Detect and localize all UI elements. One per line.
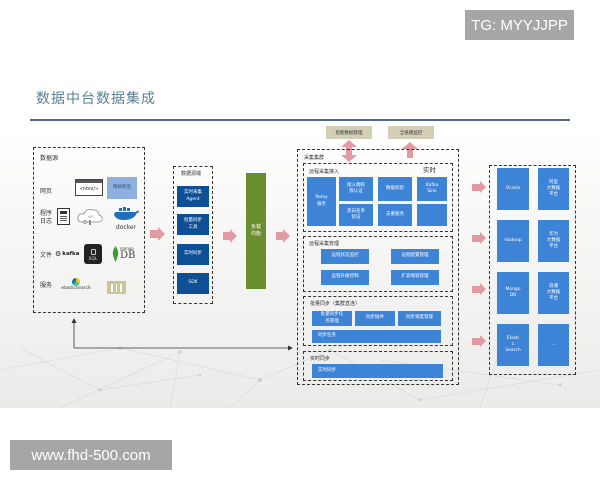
source-row-web-label: 网页 — [40, 188, 53, 195]
collector-realtime-sync: 实时同步 — [177, 244, 209, 265]
target-more: ... — [538, 324, 569, 366]
collector-sdk: SDK — [177, 273, 209, 294]
docker-icon: docker — [112, 205, 140, 231]
target-mongodb: Mongo DB — [497, 272, 529, 314]
log-file-icon — [57, 208, 70, 225]
collector-realtime-agent: 实时采集 Agent — [177, 186, 209, 207]
cluster-label: 采集集群 — [304, 155, 325, 161]
server-rack-icon — [107, 281, 126, 294]
elasticsearch-icon: elasticsearch — [58, 278, 94, 291]
empty-box — [417, 204, 447, 226]
feedback-arrow — [71, 318, 293, 351]
remote-manage-label: 远程采集管理 — [309, 241, 340, 247]
network-background — [0, 346, 600, 408]
relay-service-box: Relay 服务 — [307, 177, 336, 226]
collector-label: 数据源端 — [181, 171, 202, 177]
load-balancer-bar: 负载 均衡 — [246, 173, 266, 289]
tag-smart-data-management: 智能数据管理 — [326, 126, 372, 139]
batch-task-manage-box: 批量同步任 务管理 — [312, 311, 352, 326]
remote-access-panel — [303, 163, 453, 232]
remote-status-monitor-box: 远程状态监控 — [321, 249, 369, 264]
title-divider — [30, 119, 570, 121]
remote-config-manage-box: 远程配置管理 — [391, 249, 439, 264]
target-elasticsearch: Elasti c Search — [497, 324, 529, 366]
scale-manage-box: 扩容缩容管理 — [391, 270, 439, 285]
data-sources-label: 数据源 — [40, 155, 59, 162]
remote-access-label: 远程采集接入 — [309, 169, 340, 175]
target-oracle: Oracle — [497, 168, 529, 210]
data-sources-panel — [33, 147, 145, 313]
realtime-sync-panel — [303, 351, 453, 381]
mongodb-icon: mongo DB — [112, 246, 135, 262]
remote-upgrade-control-box: 远程升级控制 — [321, 270, 369, 285]
api-cloud-icon: API — [77, 209, 103, 225]
tag-full-link-monitoring: 全链路监控 — [388, 126, 434, 139]
sql-icon: SQL — [84, 244, 102, 264]
kafka-sink-box: Kafka Sink — [417, 177, 447, 201]
whitelist-validation-box: 黑白名单 验证 — [339, 204, 373, 226]
realtime-tag: 实时 — [423, 166, 436, 174]
source-row-service-label: 服务 — [40, 282, 53, 289]
batch-sync-label: 批量同步（集群直连） — [310, 301, 361, 307]
collector-batch-tool: 批量同步 工具 — [177, 214, 209, 235]
collection-cluster-panel — [297, 149, 459, 385]
source-row-log-label: 程序 日志 — [40, 210, 53, 226]
targets-panel — [489, 165, 576, 375]
collector-panel — [173, 166, 213, 304]
web-crawler-box: 网络爬虫 — [107, 177, 137, 199]
dedup-service-box: 去重服务 — [378, 204, 412, 226]
page-title: 数据中台数据集成 — [36, 91, 156, 107]
svg-text:API: API — [88, 215, 94, 219]
target-inspur-bigdata: 浪潮 大数据 平台 — [538, 272, 569, 314]
target-huawei-bigdata: 华为 大数据 平台 — [538, 220, 569, 262]
realtime-sync-box: 实时同步 — [312, 364, 443, 378]
realtime-sync-label: 实时同步 — [310, 356, 331, 362]
target-hadoop: Hadoop — [497, 220, 529, 262]
target-aliyun-bigdata: 阿里 大数据 平台 — [538, 168, 569, 210]
source-row-file-label: 文件 — [40, 252, 53, 259]
watermark-top: TG: MYYJJPP — [465, 10, 574, 40]
data-validation-box: 数据校验 — [378, 177, 412, 201]
up-arrow-icon — [402, 142, 418, 158]
sync-schedule-box: 同步调度管理 — [398, 311, 441, 326]
kafka-icon: ⚙kafka — [55, 250, 80, 258]
bidirectional-arrow-icon — [341, 140, 357, 162]
sync-plugin-box: 同步插件 — [355, 311, 395, 326]
html-icon: <html/> — [75, 179, 103, 196]
remote-manage-panel — [303, 236, 453, 292]
batch-sync-panel — [303, 296, 453, 346]
access-auth-box: 接入端权 限认证 — [339, 177, 373, 201]
sync-task-box: 同步任务 — [312, 330, 441, 343]
watermark-bottom: www.fhd-500.com — [10, 440, 172, 470]
